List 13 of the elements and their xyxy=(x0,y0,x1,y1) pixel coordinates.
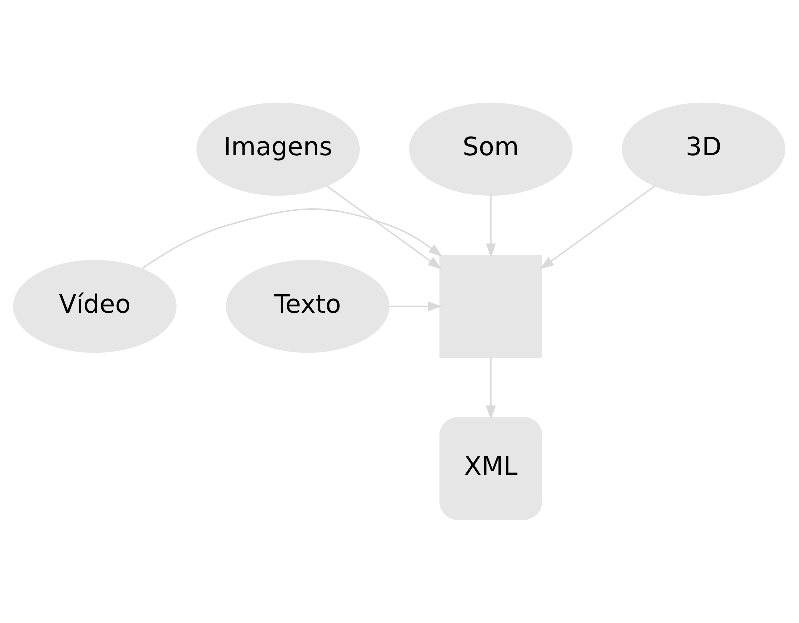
arrow xyxy=(389,302,442,312)
arrow xyxy=(142,208,443,270)
node-ellipse: Imagens xyxy=(196,102,360,196)
node-ellipse: Som xyxy=(409,102,573,196)
node-ellipse: Vídeo xyxy=(13,260,177,354)
node-ellipse: Texto xyxy=(226,260,390,354)
arrow xyxy=(540,186,656,270)
arrow xyxy=(486,195,496,258)
node-box: XML xyxy=(440,417,543,520)
node-box xyxy=(440,255,543,358)
node-ellipse: 3D xyxy=(622,102,786,196)
arrow xyxy=(486,357,496,420)
arrow xyxy=(326,186,442,270)
